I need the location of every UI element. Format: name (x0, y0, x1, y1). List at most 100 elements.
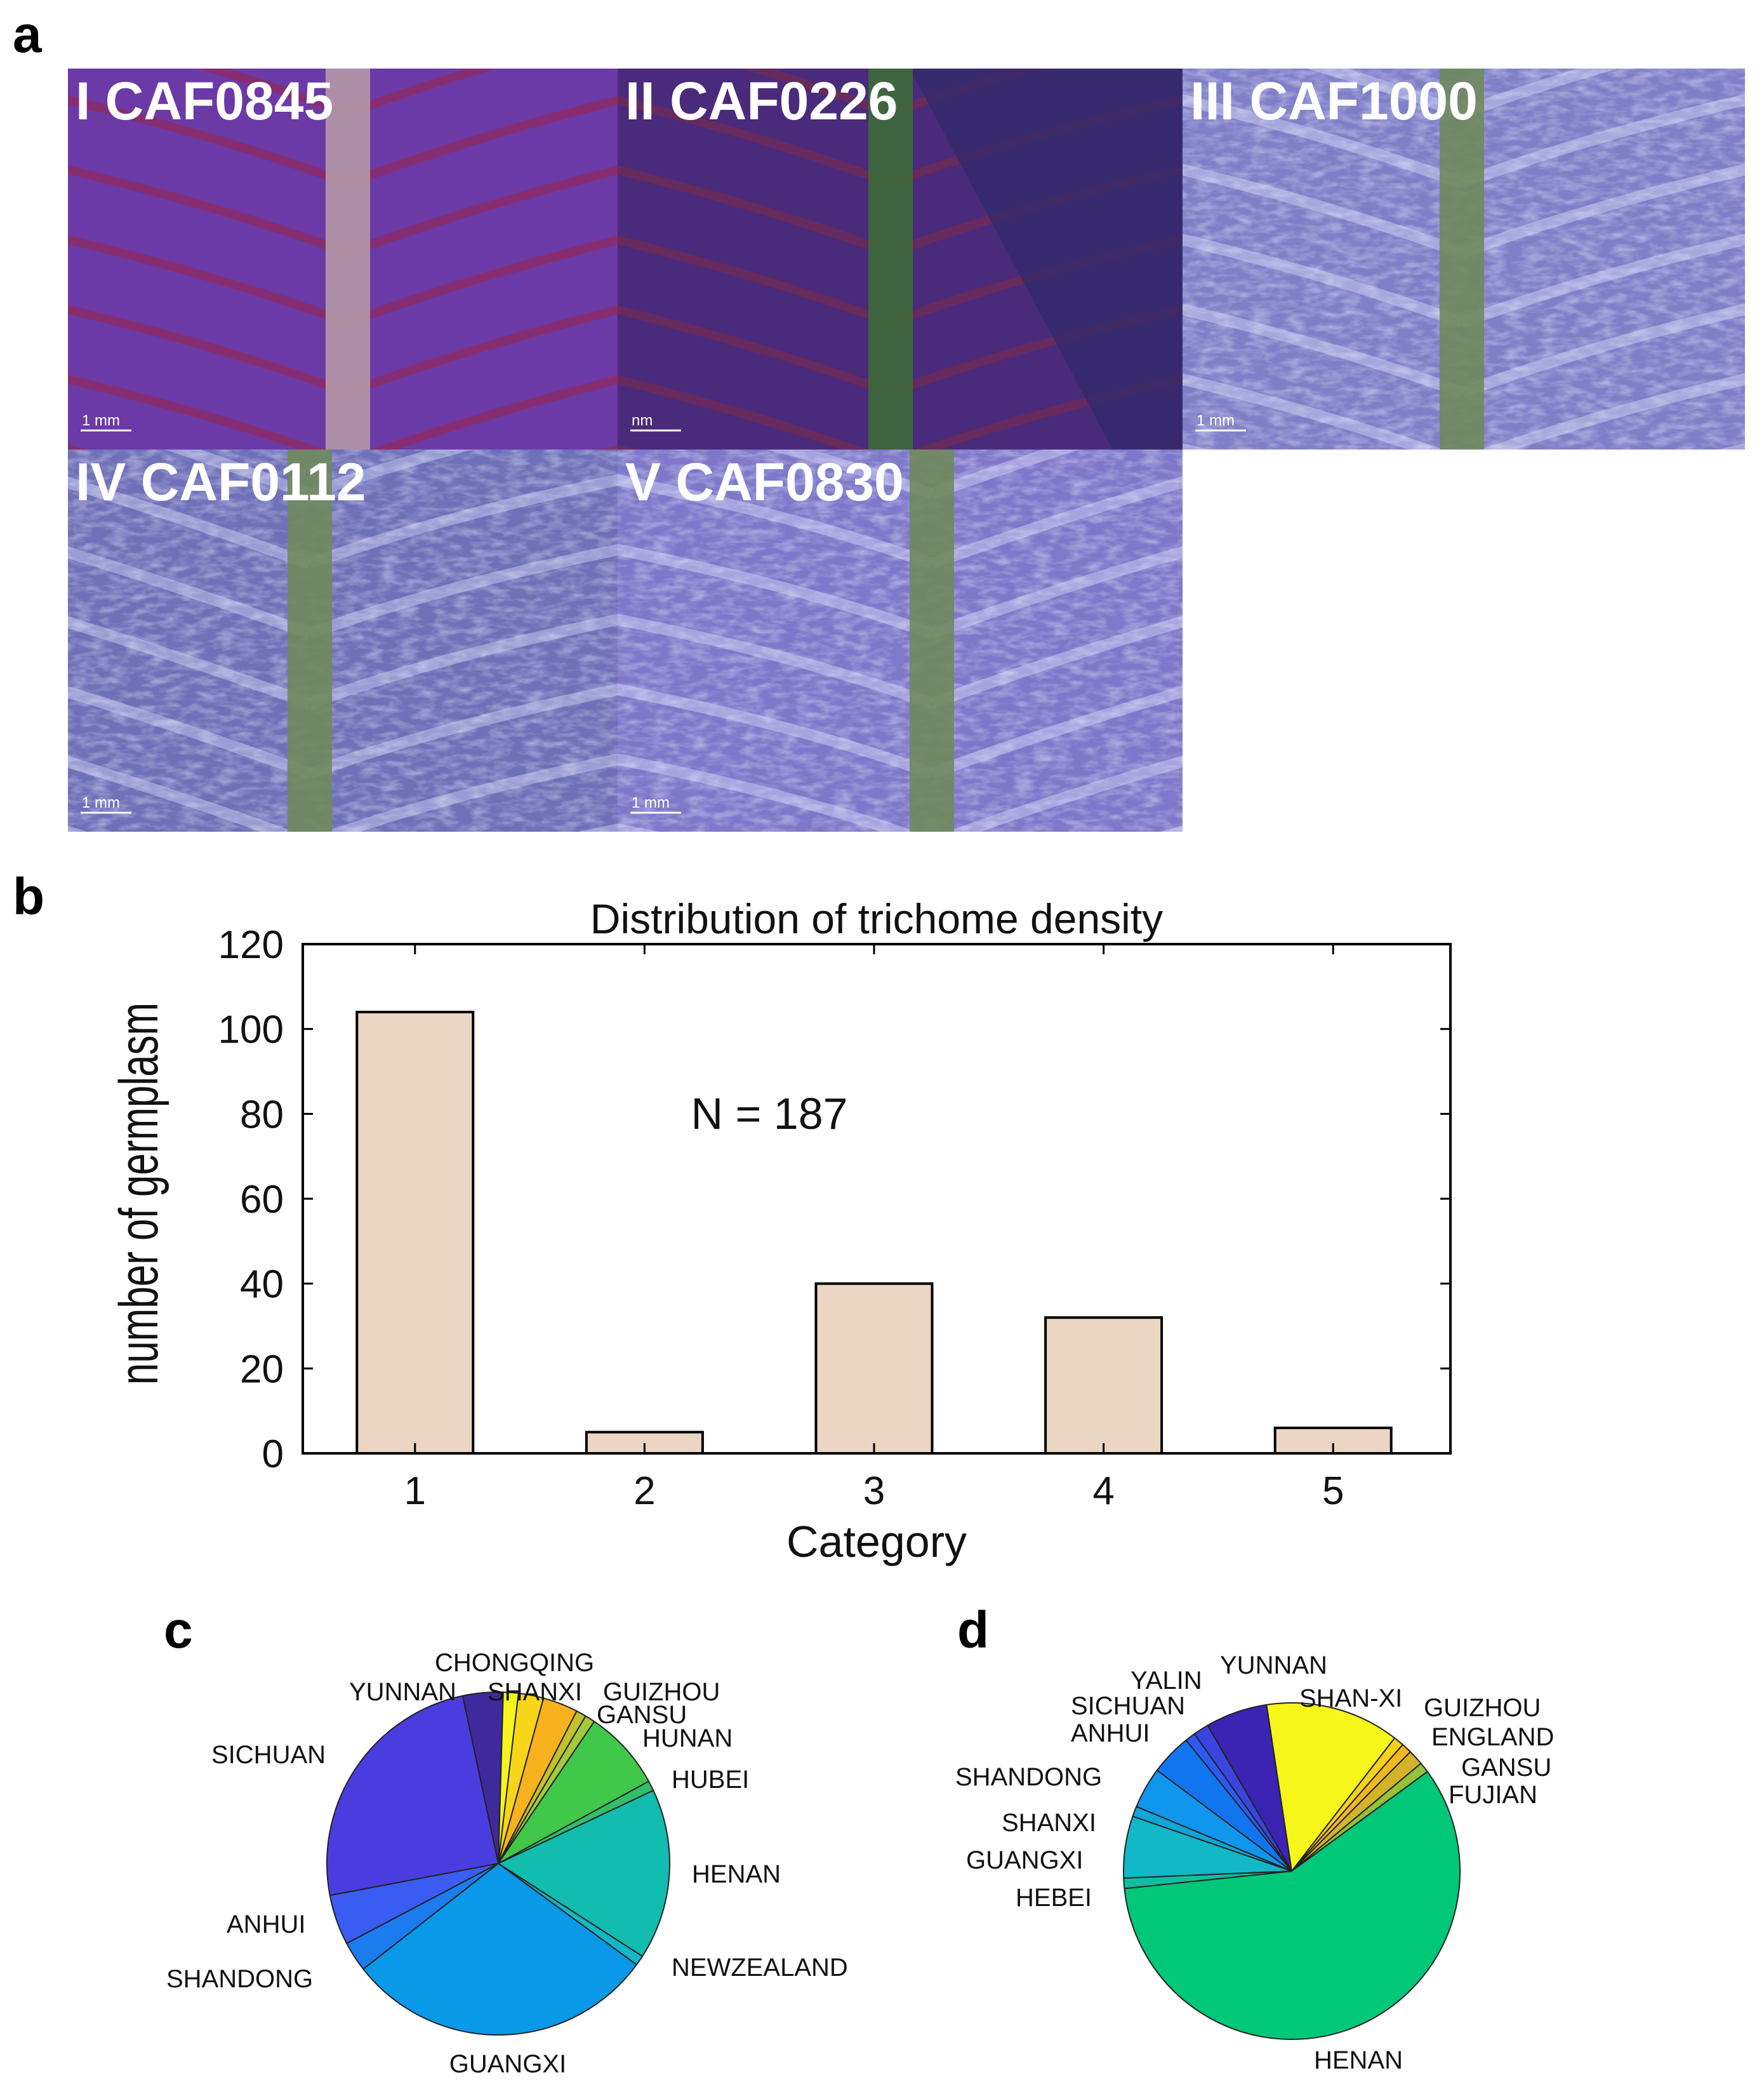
pie-label: HENAN (1314, 2046, 1403, 2074)
pie-slice (1266, 1702, 1396, 1873)
panel-letter-b: b (13, 868, 44, 926)
y-tick-label: 20 (240, 1347, 284, 1391)
photo-label: IV CAF0112 (76, 452, 366, 512)
pie-label: HUNAN (642, 1724, 733, 1752)
leaf-vein (1183, 443, 1209, 450)
photo-label: I CAF0845 (76, 71, 333, 131)
panel-letter-c: c (164, 1601, 193, 1659)
leaf-vein (618, 375, 868, 450)
pie-label: HENAN (692, 1860, 781, 1888)
trichome-texture (618, 450, 1183, 832)
leaf-vein (346, 69, 496, 117)
leaf-vein (1462, 513, 1764, 602)
pie-label: HEBEI (1016, 1884, 1092, 1912)
pie-label: GUANGXI (966, 1846, 1083, 1874)
pie-label: HUBEI (672, 1766, 749, 1794)
n-annotation: N = 187 (691, 1089, 847, 1138)
y-tick-label: 60 (240, 1178, 284, 1222)
pie-label: YALIN (1131, 1667, 1202, 1695)
x-tick-label: 2 (633, 1469, 655, 1513)
leaf-vein (346, 165, 618, 257)
scale-bar-label: 1 mm (82, 794, 120, 811)
pie-label: SHANDONG (166, 1965, 313, 1993)
pie-slice (496, 1789, 670, 1957)
x-axis-label: Category (786, 1517, 967, 1566)
bar-chart: Distribution of trichome density Categor… (108, 895, 1452, 1566)
pie-label: SHAN-XI (1299, 1684, 1402, 1712)
x-tick-label: 5 (1322, 1469, 1344, 1513)
y-tick-label: 100 (218, 1008, 284, 1052)
leaf-vein (196, 69, 350, 117)
leaf-vein (68, 825, 88, 832)
pie-label: SHANDONG (955, 1763, 1102, 1791)
leaf-vein (346, 305, 618, 397)
pie-label: GUANGXI (449, 2050, 566, 2078)
pie-slice (498, 1720, 650, 1864)
y-tick-label: 120 (218, 923, 284, 967)
photo-label: V CAF0830 (625, 452, 904, 512)
pie-slice (1124, 1770, 1461, 2040)
leaf-vein (741, 69, 892, 117)
leaf-vein (618, 235, 892, 327)
leaf-vein (618, 165, 892, 257)
pie-label: SHANXI (487, 1678, 582, 1706)
pie-label: GUIZHOU (1424, 1694, 1541, 1722)
pie-label: SICHUAN (1071, 1692, 1185, 1720)
pie-label: GANSU (1461, 1754, 1551, 1782)
leaf-photo: I CAF0845 1 mm (68, 69, 618, 450)
leaf-midrib (288, 450, 332, 832)
leaf-midrib (910, 450, 954, 832)
leaf-vein (618, 95, 892, 187)
x-tick-label: 3 (863, 1469, 885, 1513)
leaf-photo: V CAF0830 1 mm (618, 450, 1183, 832)
leaf-vein (68, 235, 350, 327)
y-tick-label: 80 (240, 1093, 284, 1137)
leaf-vein (68, 95, 350, 187)
scale-bar-label: 1 mm (632, 794, 670, 811)
pie-slice (326, 1695, 500, 1897)
leaf-vein (68, 305, 350, 397)
scale-bar-label: nm (632, 412, 653, 429)
leaf-vein (370, 375, 618, 450)
y-tick-label: 40 (240, 1263, 284, 1307)
leaf-midrib (1440, 69, 1484, 450)
bar-category-3 (814, 1282, 934, 1455)
pie-label: ENGLAND (1431, 1723, 1554, 1751)
bar-category-4 (1044, 1316, 1164, 1455)
pie-label: ANHUI (1071, 1719, 1150, 1747)
pie-label: SHANXI (1002, 1809, 1096, 1837)
leaf-vein (1157, 513, 1462, 602)
pie-label: YUNNAN (349, 1678, 456, 1706)
leaf-midrib (326, 69, 370, 450)
trichome-texture (68, 450, 618, 832)
photo-label: II CAF0226 (625, 71, 898, 131)
panel-letter-d: d (957, 1601, 989, 1659)
leaf-vein (346, 235, 618, 327)
scale-bar-label: 1 mm (82, 412, 120, 429)
pie-label: FUJIAN (1449, 1781, 1537, 1809)
pie-label: GANSU (597, 1701, 687, 1729)
scale-bar-label: 1 mm (1197, 412, 1235, 429)
y-tick-label: 0 (262, 1432, 284, 1476)
pie-label: CHONGQING (435, 1649, 594, 1677)
pie-label: ANHUI (227, 1910, 305, 1938)
x-tick-label: 1 (404, 1469, 426, 1513)
bar-category-1 (355, 1010, 475, 1455)
x-tick-label: 4 (1092, 1469, 1114, 1513)
leaf-midrib (868, 69, 913, 450)
pie-slice (1193, 1724, 1292, 1872)
leaf-photo: II CAF0226 nm (618, 69, 1183, 450)
pie-label: GUIZHOU (603, 1678, 720, 1706)
pie-label: SICHUAN (211, 1741, 326, 1769)
y-axis-label: number of germplasm (108, 1003, 169, 1385)
leaf-vein (68, 165, 350, 257)
panel-letter-a: a (13, 6, 43, 63)
chart-title: Distribution of trichome density (590, 895, 1163, 942)
leaf-vein (346, 95, 618, 187)
